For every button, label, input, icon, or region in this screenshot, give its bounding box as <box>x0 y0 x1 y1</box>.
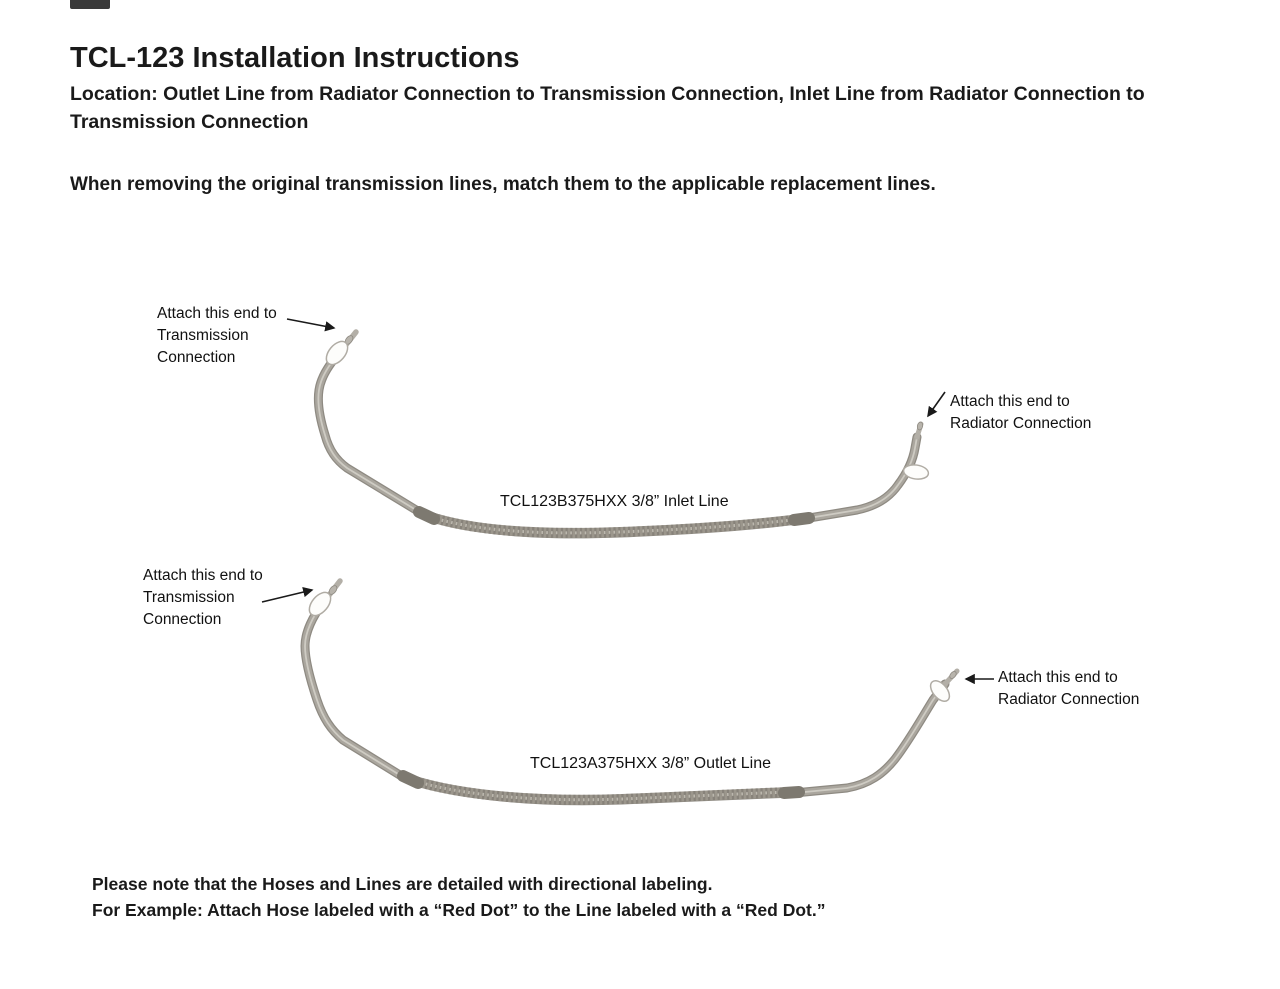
outlet-transmission-fitting <box>308 578 343 617</box>
outlet-transmission-arrow <box>261 587 314 603</box>
inlet-transmission-callout: Attach this end to Transmission Connecti… <box>157 305 277 366</box>
inlet-transmission-arrow <box>286 318 336 332</box>
location-subtitle: Location: Outlet Line from Radiator Conn… <box>70 83 1145 133</box>
note-line-2: For Example: Attach Hose labeled with a … <box>92 900 826 921</box>
directional-labeling-note: Please note that the Hoses and Lines are… <box>92 871 825 924</box>
inlet-radiator-arrow <box>927 391 946 418</box>
outlet-radiator-callout: Attach this end to Radiator Connection <box>998 669 1140 708</box>
page-corner-mark <box>70 0 110 9</box>
inlet-radiator-callout: Attach this end to Radiator Connection <box>950 393 1092 432</box>
note-line-1: Please note that the Hoses and Lines are… <box>92 874 713 894</box>
inlet-braided-hose <box>413 506 815 538</box>
outlet-radiator-fitting <box>929 668 960 702</box>
outlet-line-label: TCL123A375HXX 3/8” Outlet Line <box>530 755 772 772</box>
outlet-braided-hose <box>397 770 805 805</box>
inlet-transmission-fitting <box>325 329 359 366</box>
page-title: TCL-123 Installation Instructions <box>70 42 520 74</box>
intro-note: When removing the original transmission … <box>70 174 936 195</box>
inlet-line-label: TCL123B375HXX 3/8” Inlet Line <box>500 493 729 510</box>
outlet-transmission-callout: Attach this end to Transmission Connecti… <box>143 567 263 628</box>
inlet-radiator-fitting <box>902 421 930 480</box>
